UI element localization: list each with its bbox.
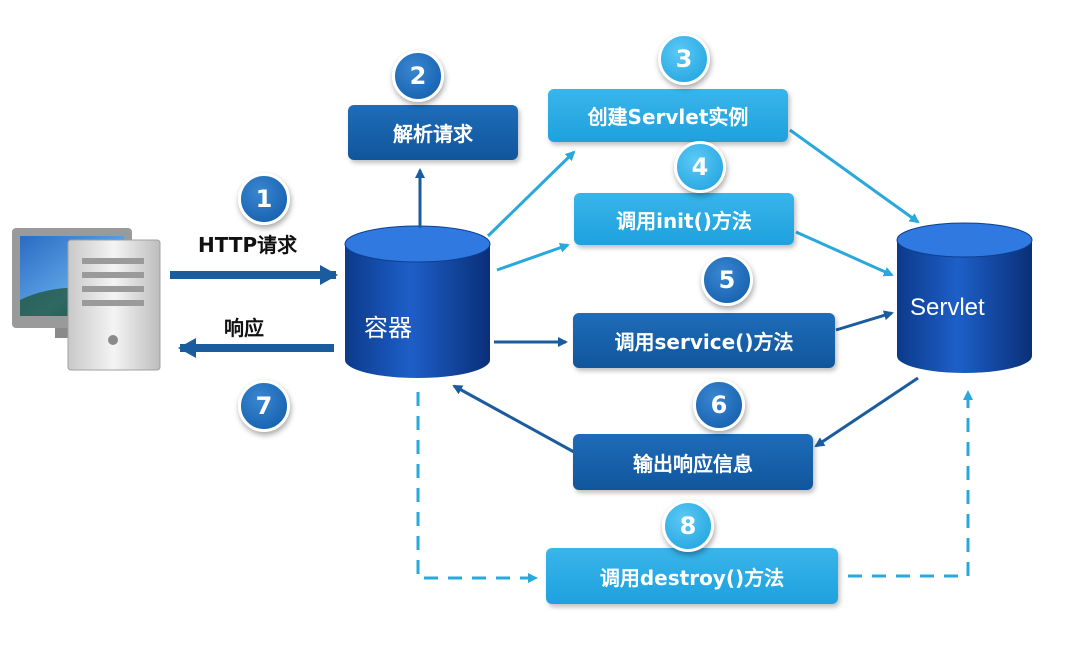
arrow-to-create bbox=[486, 150, 576, 238]
arrow-service-to-servlet bbox=[835, 310, 894, 332]
servlet-cylinder bbox=[896, 222, 1033, 373]
step-badge-2: 2 bbox=[392, 50, 444, 102]
http-request-label: HTTP请求 bbox=[198, 233, 298, 257]
call-destroy-label: 调用destroy()方法 bbox=[599, 565, 785, 590]
step-badge-1: 1 bbox=[238, 173, 290, 225]
computer-icon bbox=[12, 228, 161, 371]
arrow-init-to-servlet bbox=[795, 230, 894, 277]
parse-request-label: 解析请求 bbox=[393, 122, 473, 146]
container-label: 容器 bbox=[364, 315, 412, 342]
arrow-container-to-destroy bbox=[416, 392, 538, 583]
response-label: 响应 bbox=[224, 316, 264, 340]
parse-request-box: 解析请求 bbox=[348, 105, 518, 160]
call-init-box: 调用init()方法 bbox=[574, 193, 794, 245]
servlet-label: Servlet bbox=[910, 294, 985, 321]
arrow-destroy-to-servlet bbox=[848, 390, 973, 578]
call-service-label: 调用service()方法 bbox=[614, 330, 794, 354]
step-badge-3: 3 bbox=[658, 33, 710, 85]
arrow-to-init bbox=[496, 242, 570, 272]
call-init-label: 调用init()方法 bbox=[616, 208, 752, 233]
output-response-box: 输出响应信息 bbox=[573, 434, 813, 490]
step-badge-6: 6 bbox=[693, 379, 745, 431]
create-instance-label: 创建Servlet实例 bbox=[587, 105, 749, 129]
output-response-label: 输出响应信息 bbox=[633, 451, 753, 476]
step-badge-5: 5 bbox=[701, 254, 753, 306]
step-badge-7: 7 bbox=[238, 380, 290, 432]
arrow-output-to-container bbox=[452, 384, 575, 454]
call-service-box: 调用service()方法 bbox=[573, 313, 835, 368]
create-instance-box: 创建Servlet实例 bbox=[548, 89, 788, 142]
arrow-create-to-servlet bbox=[789, 128, 920, 224]
container-cylinder bbox=[344, 225, 491, 378]
arrow-servlet-to-output bbox=[814, 376, 919, 448]
step-badge-4: 4 bbox=[674, 141, 726, 193]
call-destroy-box: 调用destroy()方法 bbox=[546, 548, 838, 604]
step-badge-8: 8 bbox=[662, 500, 714, 552]
